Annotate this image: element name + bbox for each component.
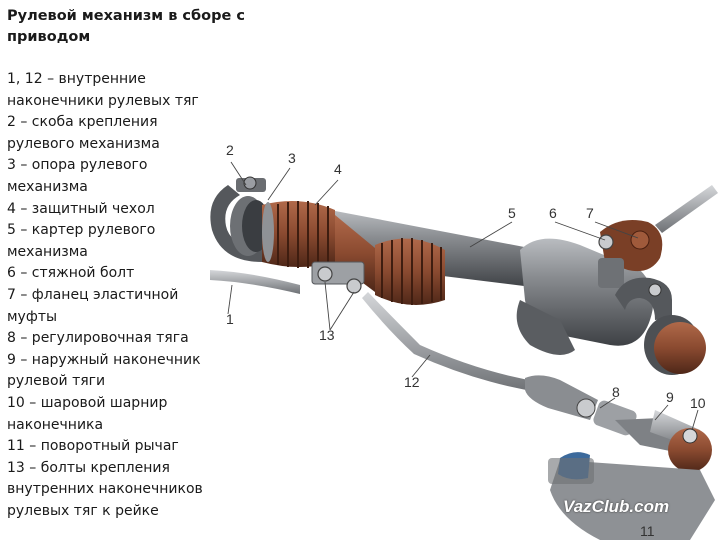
legend-item: 1, 12 – внутренние наконечники рулевых т… — [7, 71, 199, 109]
legend-item: 8 – регулировочная тяга — [7, 330, 189, 347]
outer-tie-rod-end — [615, 410, 712, 472]
adjusting-rod — [525, 375, 637, 436]
callout-leaders — [227, 161, 699, 431]
callout-4: 4 — [334, 161, 342, 177]
watermark-text: VazClub.com — [563, 497, 670, 516]
callout-9: 9 — [666, 389, 674, 405]
callout-7: 7 — [586, 205, 594, 221]
legend-list: 1, 12 – внутренние наконечники рулевых т… — [7, 69, 217, 522]
legend-item: 3 – опора рулевого механизма — [7, 157, 148, 195]
inner-tie-rod-1 — [210, 270, 300, 294]
diagram-title: Рулевой механизм в сборе с приводом — [7, 8, 245, 45]
legend-item: 2 – скоба крепления рулевого механизма — [7, 114, 160, 152]
inner-tie-rod-12 — [362, 292, 540, 392]
callout-2: 2 — [226, 142, 234, 158]
mounting-bracket-right — [615, 277, 706, 375]
tie-rod-bolts — [311, 261, 365, 294]
legend-item: 5 – картер рулевого механизма — [7, 222, 156, 260]
callout-10: 10 — [690, 395, 706, 411]
callout-1: 1 — [226, 311, 234, 327]
callout-8: 8 — [612, 384, 620, 400]
callout-13: 13 — [319, 327, 335, 343]
protective-boot — [262, 201, 445, 305]
mount-support — [262, 202, 274, 262]
legend-item: 7 – фланец эластичной муфты — [7, 286, 179, 325]
legend-item: 10 – шаровой шарнир наконечника — [7, 394, 168, 433]
legend-item: 11 – поворотный рычаг — [7, 438, 179, 455]
input-shaft — [598, 185, 718, 288]
legend-item: 4 – защитный чехол — [7, 200, 155, 217]
callout-11: 11 — [640, 523, 655, 539]
steering-arm — [548, 452, 715, 540]
legend-item: 13 – болты крепления внутренних наконечн… — [7, 459, 203, 519]
callout-3: 3 — [288, 150, 296, 166]
callout-12: 12 — [404, 374, 420, 390]
legend-item: 6 – стяжной болт — [7, 265, 135, 282]
callout-6: 6 — [549, 205, 557, 221]
callout-5: 5 — [508, 205, 516, 221]
legend-item: 9 – наружный наконечник рулевой тяги — [7, 351, 201, 390]
